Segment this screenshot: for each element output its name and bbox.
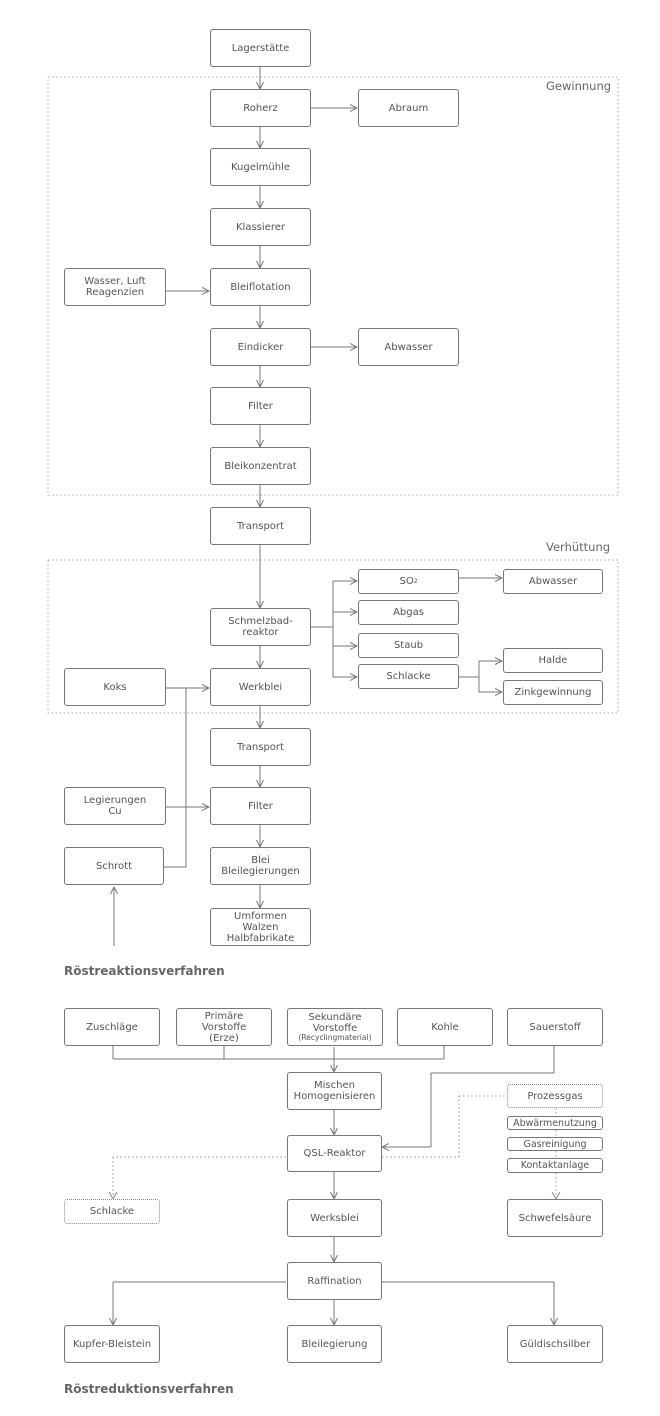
node-gueldischsilber: Güldischsilber	[507, 1325, 603, 1363]
node-wasser-luft: Wasser, Luft Reagenzien	[64, 268, 166, 306]
node-abwasser-2: Abwasser	[503, 569, 603, 594]
node-filter-1: Filter	[210, 387, 311, 425]
section-title-roestreaktion: Röstreaktionsverfahren	[64, 964, 225, 978]
node-staub: Staub	[358, 633, 459, 658]
node-schlacke-2: Schlacke	[64, 1199, 160, 1224]
node-sekundaere-vorstoffe: Sekundäre Vorstoffe (Recyclingmaterial)	[287, 1008, 383, 1046]
node-werkblei: Werkblei	[210, 668, 311, 706]
node-klassierer: Klassierer	[210, 208, 311, 246]
node-umformen: Umformen Walzen Halbfabrikate	[210, 908, 311, 946]
node-gasreinigung: Gasreinigung	[507, 1137, 603, 1151]
section-title-roestreduktion: Röstreduktionsverfahren	[64, 1382, 234, 1396]
node-eindicker: Eindicker	[210, 328, 311, 366]
so2-label: SO	[399, 576, 414, 587]
node-bleikonzentrat: Bleikonzentrat	[210, 447, 311, 485]
node-werksblei: Werksblei	[287, 1199, 382, 1237]
node-kohle: Kohle	[397, 1008, 493, 1046]
region-verhuettung-frame	[47, 559, 619, 714]
recycling-label: (Recyclingmaterial)	[298, 1033, 372, 1042]
so2-subscript: 2	[413, 578, 418, 585]
node-kupfer-bleistein: Kupfer-Bleistein	[64, 1325, 160, 1363]
node-blei: Blei Bleilegierungen	[210, 847, 311, 885]
node-abwasser-1: Abwasser	[358, 328, 459, 366]
node-transport-1: Transport	[210, 507, 311, 545]
node-bleilegierung: Bleilegierung	[287, 1325, 382, 1363]
node-legierungen: Legierungen Cu	[64, 787, 166, 825]
node-zuschlaege: Zuschläge	[64, 1008, 160, 1046]
node-schrott: Schrott	[64, 847, 164, 885]
node-bleiflotation: Bleiflotation	[210, 268, 311, 306]
node-kontaktanlage: Kontaktanlage	[507, 1158, 603, 1173]
node-mischen: Mischen Homogenisieren	[287, 1072, 382, 1110]
node-koks: Koks	[64, 668, 166, 706]
node-roherz: Roherz	[210, 89, 311, 127]
node-raffination: Raffination	[287, 1262, 382, 1300]
node-abgas: Abgas	[358, 600, 459, 625]
node-schwefelsaeure: Schwefelsäure	[507, 1199, 603, 1237]
region-label-verhuettung: Verhüttung	[546, 540, 611, 554]
node-abwaermenutzung: Abwärmenutzung	[507, 1116, 603, 1130]
node-halde: Halde	[503, 648, 603, 673]
node-qsl-reaktor: QSL-Reaktor	[287, 1135, 382, 1172]
node-sauerstoff: Sauerstoff	[507, 1008, 603, 1046]
node-prozessgas: Prozessgas	[507, 1084, 603, 1108]
node-lagerstaette: Lagerstätte	[210, 29, 311, 67]
node-schlacke-1: Schlacke	[358, 664, 459, 689]
node-kugelmuehle: Kugelmühle	[210, 148, 311, 186]
node-filter-2: Filter	[210, 787, 311, 825]
node-primaere-vorstoffe: Primäre Vorstoffe (Erze)	[176, 1008, 272, 1046]
region-label-gewinnung: Gewinnung	[546, 79, 612, 93]
node-zinkgewinnung: Zinkgewinnung	[503, 680, 603, 705]
sekundaere-label: Sekundäre Vorstoffe	[308, 1012, 362, 1034]
region-gewinnung-frame	[47, 76, 619, 496]
node-transport-2: Transport	[210, 728, 311, 766]
node-schmelzbadreaktor: Schmelzbad- reaktor	[210, 608, 311, 646]
node-abraum: Abraum	[358, 89, 459, 127]
